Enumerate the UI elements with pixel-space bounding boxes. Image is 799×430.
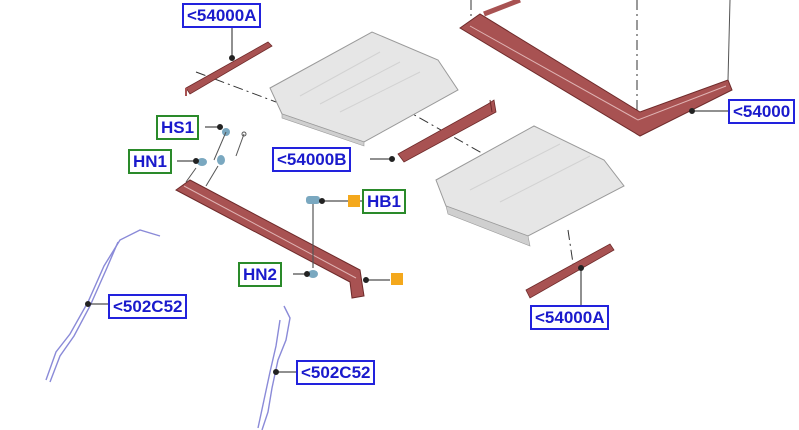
- callout-hb1[interactable]: HB1: [362, 189, 407, 214]
- fastener-hb1: [306, 196, 320, 268]
- marker-square-rail: [391, 273, 403, 285]
- callout-54000b[interactable]: <54000B: [272, 147, 352, 172]
- leader-lines: [85, 26, 728, 375]
- wiring-harness-bottom: [257, 305, 291, 430]
- fastener-hn1: [185, 155, 225, 187]
- callout-502c52-left[interactable]: <502C52: [108, 294, 188, 319]
- fastener-hn2: [308, 270, 318, 278]
- callout-502c52-bottom[interactable]: <502C52: [296, 360, 376, 385]
- roof-panel-upper: [269, 31, 459, 147]
- callout-54000-right[interactable]: <54000: [728, 99, 796, 124]
- callout-54000a-bottom[interactable]: <54000A: [530, 305, 610, 330]
- callout-hn1[interactable]: HN1: [128, 149, 173, 174]
- roof-side-rail-right: [459, 0, 733, 137]
- wiring-harness-left: [45, 229, 161, 383]
- roof-side-rail-left: [175, 179, 365, 299]
- callout-54000a-top[interactable]: <54000A: [182, 3, 262, 28]
- fastener-hs1: [213, 128, 247, 161]
- roof-panel-lower: [435, 125, 625, 247]
- roof-bow-54000a-bottom: [525, 243, 615, 299]
- callout-hs1[interactable]: HS1: [156, 115, 200, 140]
- marker-square-hb1: [348, 195, 360, 207]
- callout-hn2[interactable]: HN2: [238, 262, 283, 287]
- roof-bow-54000b: [397, 99, 497, 163]
- roof-bow-54000a-top: [185, 41, 273, 96]
